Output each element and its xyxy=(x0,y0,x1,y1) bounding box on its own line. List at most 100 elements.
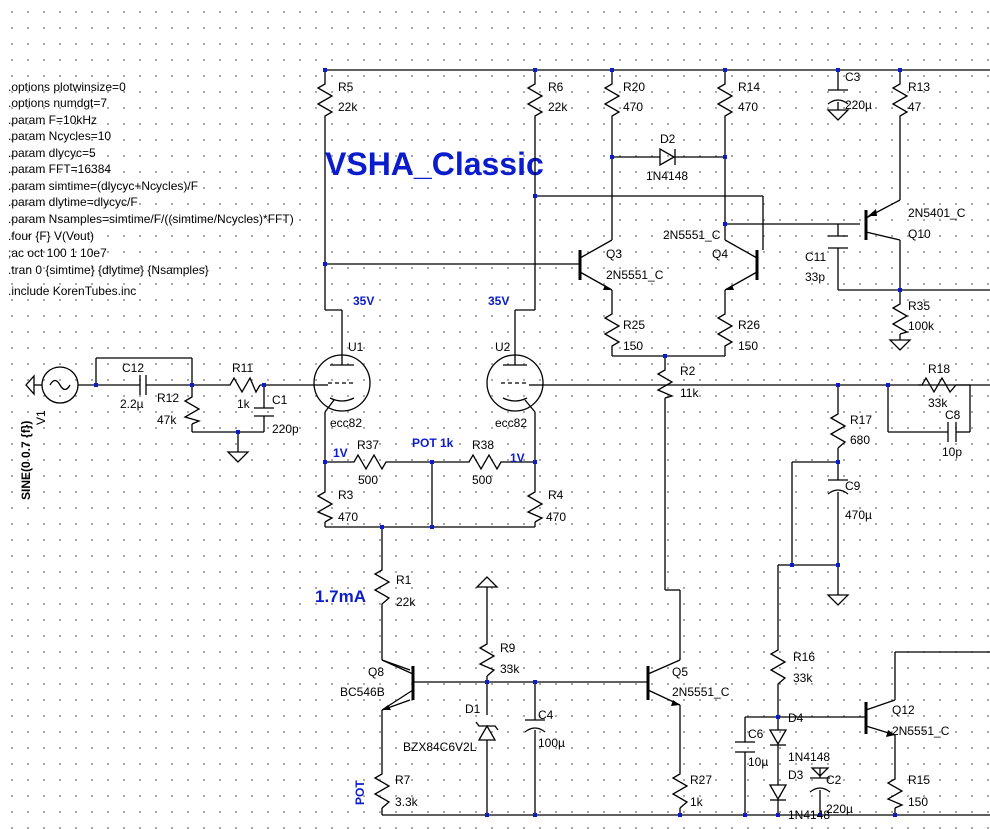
capacitor-C12[interactable] xyxy=(139,375,147,395)
directive-line[interactable]: .options plotwinsize=0 xyxy=(8,80,126,94)
resistor-R2[interactable] xyxy=(656,366,674,399)
ref-R12: R12 xyxy=(157,391,179,405)
resistor-R17[interactable] xyxy=(829,410,847,449)
capacitors xyxy=(139,89,957,793)
resistor-R1[interactable] xyxy=(373,565,391,610)
ref-V1[interactable]: V1 xyxy=(34,410,48,425)
capacitor-C4[interactable] xyxy=(524,719,546,733)
value-R11: 1k xyxy=(237,397,251,411)
transistor-Q8[interactable] xyxy=(381,659,415,711)
directive-line[interactable]: .param dlycyc=5 xyxy=(8,146,96,160)
directive-line[interactable]: .param simtime=(dlycyc+Ncycles)/F xyxy=(8,179,198,193)
directive-line[interactable]: .param F=10kHz xyxy=(8,113,97,127)
value-R25: 150 xyxy=(623,339,643,353)
capacitor-C1[interactable] xyxy=(254,407,274,417)
resistor-R20[interactable] xyxy=(603,80,621,120)
directive-line[interactable]: .param dlytime=dlycyc/F xyxy=(8,195,138,209)
directive-line[interactable]: .include KorenTubes.inc xyxy=(8,284,136,298)
voltage-source-V1[interactable] xyxy=(25,366,79,404)
resistor-R35[interactable] xyxy=(891,300,909,335)
directive-line[interactable]: .param Nsamples=simtime/F/((simtime/Ncyc… xyxy=(8,212,294,226)
value-D2: 1N4148 xyxy=(646,169,688,183)
capacitor-C11[interactable] xyxy=(828,235,848,249)
resistor-R5[interactable] xyxy=(316,80,334,120)
ref-C11: C11 xyxy=(805,250,826,264)
net-labels: 35V 35V 1V 1V POT 1k POT 1.7mA xyxy=(315,294,525,805)
transistor-Q4[interactable] xyxy=(724,239,759,291)
resistor-R13[interactable] xyxy=(891,80,909,120)
resistor-R14[interactable] xyxy=(716,80,734,120)
ref-Q10: Q10 xyxy=(908,227,931,241)
resistor-R25[interactable] xyxy=(603,310,621,350)
diode-D4[interactable] xyxy=(768,729,788,746)
transistor-Q12[interactable] xyxy=(864,699,896,737)
value-R17: 680 xyxy=(850,433,870,447)
directive-line[interactable]: .param FFT=16384 xyxy=(8,162,111,176)
value-Q3: 2N5551_C xyxy=(606,268,664,282)
value-C9: 470µ xyxy=(845,508,872,522)
directive-line[interactable]: .param Ncycles=10 xyxy=(8,129,111,143)
ref-R3: R3 xyxy=(338,488,354,502)
ref-C4: C4 xyxy=(538,708,554,722)
resistor-R18[interactable] xyxy=(918,376,970,394)
spice-directives[interactable]: .options plotwinsize=0 .options numdgt=7… xyxy=(8,80,294,298)
transistor-Q3[interactable] xyxy=(578,239,613,291)
ref-R15: R15 xyxy=(908,773,930,787)
ref-R17: R17 xyxy=(850,413,872,427)
ref-C1: C1 xyxy=(272,393,288,407)
ground-symbols xyxy=(226,109,912,606)
ref-R5: R5 xyxy=(338,80,354,94)
resistor-R3[interactable] xyxy=(316,488,334,523)
value-R38: 500 xyxy=(472,473,492,487)
diode-D2[interactable] xyxy=(659,147,676,167)
resistor-R4[interactable] xyxy=(526,488,544,523)
capacitor-C8[interactable] xyxy=(947,422,957,442)
diode-D1-zener[interactable] xyxy=(475,721,499,741)
capacitor-C2[interactable] xyxy=(809,767,831,793)
capacitor-C9[interactable] xyxy=(827,479,849,495)
diode-D3[interactable] xyxy=(768,784,788,801)
value-V1[interactable]: SINE(0 0.7 {f}) xyxy=(19,421,33,500)
resistor-R7[interactable] xyxy=(373,770,391,809)
resistor-R37[interactable] xyxy=(350,453,390,471)
ref-R27: R27 xyxy=(690,773,712,787)
resistor-R15[interactable] xyxy=(886,775,904,809)
ref-R26: R26 xyxy=(738,318,760,332)
directive-line[interactable]: .options numdgt=7 xyxy=(8,96,107,110)
capacitor-C6[interactable] xyxy=(735,741,755,753)
directive-line[interactable]: .tran 0 {simtime} {dlytime} {Nsamples} xyxy=(8,263,209,277)
ref-C8: C8 xyxy=(945,408,961,422)
value-U2: ecc82 xyxy=(495,416,527,430)
value-R18: 33k xyxy=(928,396,948,410)
resistor-R27[interactable] xyxy=(671,770,689,809)
ref-R20: R20 xyxy=(623,80,645,94)
transistor-Q5[interactable] xyxy=(646,659,681,706)
ref-C9: C9 xyxy=(845,479,861,493)
value-Q12: 2N5551_C xyxy=(892,724,950,738)
resistor-R38[interactable] xyxy=(465,453,505,471)
capacitor-C3[interactable] xyxy=(827,89,849,105)
value-R20: 470 xyxy=(623,100,643,114)
value-R16: 33k xyxy=(793,671,813,685)
directive-line[interactable]: .four {F} V(Vout) xyxy=(8,229,94,243)
resistor-R6[interactable] xyxy=(526,80,544,120)
net-label-35v-right: 35V xyxy=(488,294,509,308)
tube-U1[interactable] xyxy=(313,354,371,412)
transistor-Q10[interactable] xyxy=(864,199,901,241)
directive-line[interactable]: ;ac oct 100 1 10e7 xyxy=(8,246,107,260)
resistor-R12[interactable] xyxy=(183,394,201,425)
schematic-title[interactable]: VSHA_Classic xyxy=(325,146,544,182)
diodes xyxy=(475,147,788,801)
tube-U2[interactable] xyxy=(486,354,544,412)
resistor-R11[interactable] xyxy=(226,376,261,394)
value-C8: 10p xyxy=(942,445,962,459)
net-label-pot-1k: POT 1k xyxy=(412,436,454,450)
net-label-1v-right: 1V xyxy=(510,451,525,465)
value-R27: 1k xyxy=(690,795,704,809)
value-R3: 470 xyxy=(338,510,358,524)
resistor-R26[interactable] xyxy=(716,310,734,350)
junction-dots xyxy=(94,68,902,817)
resistor-R9[interactable] xyxy=(478,640,496,677)
resistor-R16[interactable] xyxy=(769,645,787,690)
